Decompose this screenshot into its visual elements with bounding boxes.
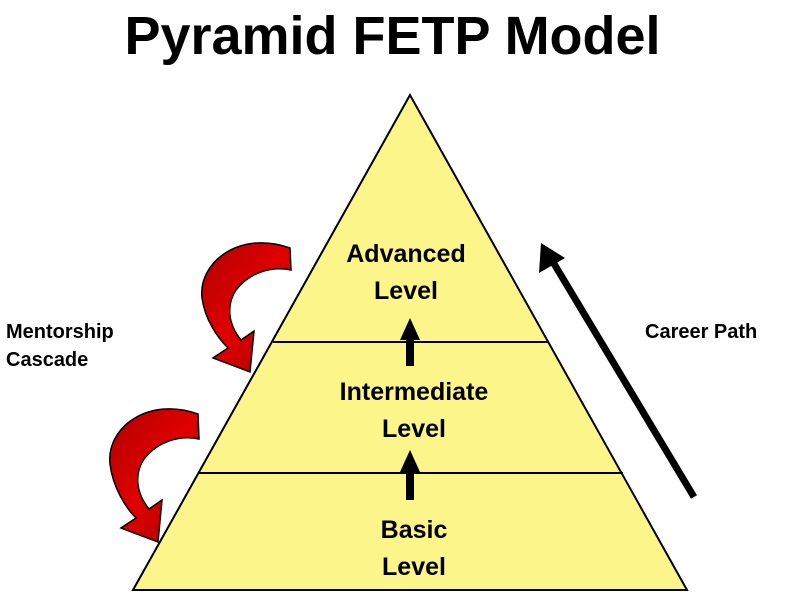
level-up-arrow-upper bbox=[400, 318, 420, 366]
career-path-label: Career Path bbox=[645, 321, 758, 343]
level-advanced-line1: Advanced bbox=[346, 240, 466, 268]
level-intermediate-line2: Level bbox=[382, 415, 446, 443]
cascade-arrow-lower bbox=[109, 408, 200, 544]
level-advanced-line2: Level bbox=[374, 277, 438, 305]
level-up-arrow-lower bbox=[400, 450, 420, 500]
level-basic: Basic Level bbox=[294, 512, 534, 586]
level-intermediate: Intermediate Level bbox=[294, 374, 534, 448]
mentorship-label-line1: Mentorship bbox=[6, 321, 114, 343]
level-intermediate-line1: Intermediate bbox=[339, 378, 489, 406]
career-path-arrow bbox=[539, 243, 698, 499]
slide-title: Pyramid FETP Model bbox=[124, 6, 661, 66]
mentorship-label-line2: Cascade bbox=[6, 349, 89, 371]
level-advanced: Advanced Level bbox=[286, 236, 526, 310]
cascade-arrow-upper bbox=[201, 242, 292, 374]
mentorship-cascade-label: Mentorship Cascade bbox=[6, 318, 114, 374]
level-basic-line2: Level bbox=[382, 553, 446, 581]
level-basic-line1: Basic bbox=[380, 516, 448, 544]
